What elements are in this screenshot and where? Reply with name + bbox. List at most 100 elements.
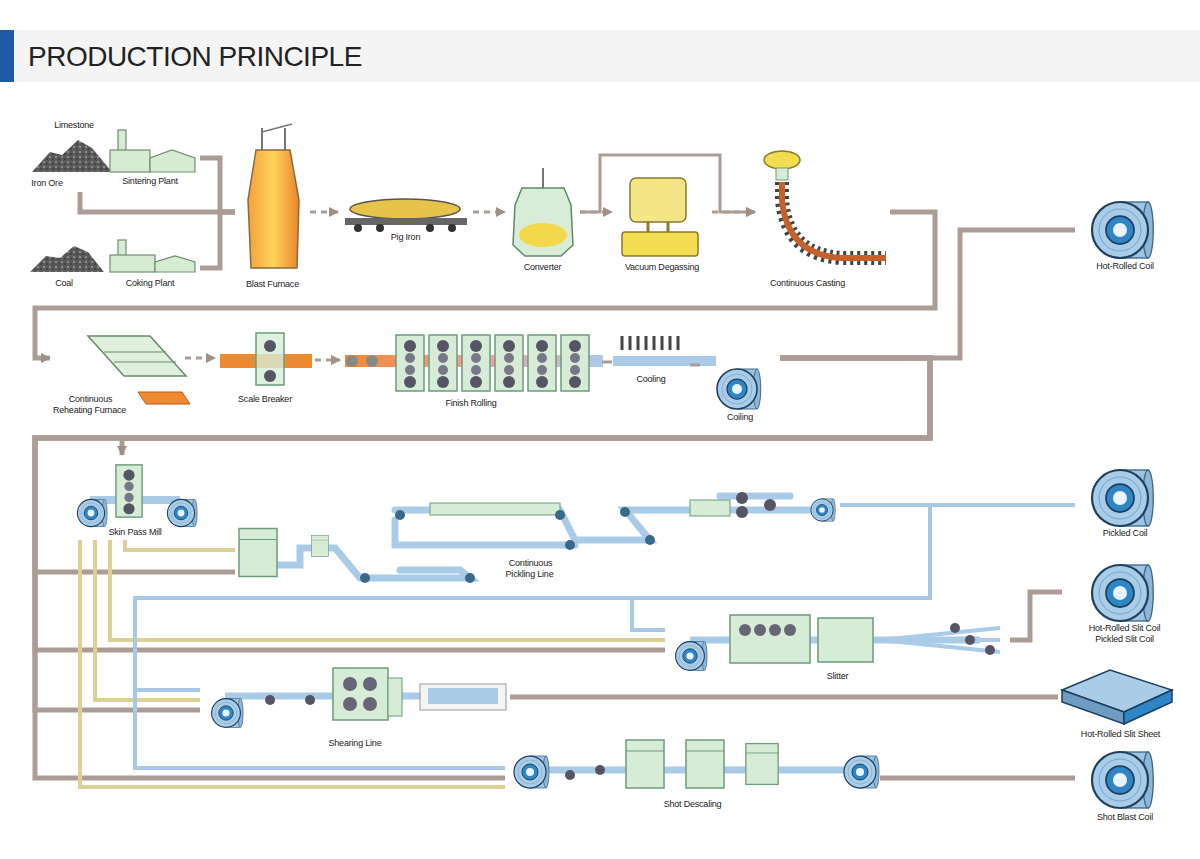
vacuum-degasser	[622, 178, 698, 256]
station-label: Coking Plant	[100, 278, 200, 289]
shot-descaling	[595, 765, 605, 775]
flow-line	[200, 158, 235, 212]
shearing-line	[428, 688, 498, 704]
blast-furnace	[284, 128, 286, 152]
station-label: Continuous Reheating Furnace	[50, 394, 130, 416]
label-line: Sintering Plant	[100, 176, 200, 187]
station-label: Limestone	[35, 120, 113, 131]
plant-buildings	[150, 150, 195, 172]
process-station: Pickled Coil	[1075, 470, 1175, 542]
process-station: Skin Pass Mill	[70, 455, 200, 540]
pig-iron-car	[448, 224, 456, 232]
blast-furnace	[248, 124, 299, 268]
slitter	[769, 624, 781, 636]
skin-pass-mill	[167, 499, 197, 526]
blast-furnace	[262, 124, 292, 132]
shearing-line	[363, 697, 377, 711]
finish-mill	[561, 335, 589, 391]
slitter	[880, 628, 1000, 652]
station-label: Coiling	[700, 412, 780, 423]
station-label: Converter	[505, 262, 580, 273]
station-label: Sintering Plant	[100, 176, 200, 187]
process-station: Slitter	[665, 605, 1010, 685]
label-line: Iron Ore	[22, 178, 72, 189]
station-name: Sintering Plant	[121, 176, 179, 186]
label-line: Hot-Rolled Coil	[1075, 261, 1175, 272]
pickling-equipment	[736, 506, 748, 518]
station-name: Coiling	[726, 412, 754, 422]
finish-mill	[345, 335, 603, 391]
pickling-equipment	[360, 573, 370, 583]
station-name: Continuous Casting	[769, 278, 846, 288]
plant-buildings	[110, 130, 195, 272]
product-coils	[1062, 690, 1124, 724]
skin-pass-mill	[77, 465, 197, 527]
pickling-equipment	[395, 510, 405, 520]
flow-line	[880, 776, 1075, 781]
converter	[513, 188, 573, 256]
converter	[513, 168, 573, 256]
skin-pass-mill	[116, 465, 142, 517]
label-line: Pig Iron	[338, 232, 473, 243]
flow-line	[185, 357, 215, 360]
flow-line	[690, 364, 700, 367]
scale-breaker	[256, 333, 284, 385]
finish-mill	[429, 335, 457, 391]
pig-iron-car	[345, 218, 467, 225]
pickling-equipment	[555, 510, 565, 520]
pickling-equipment	[565, 540, 575, 550]
shearing-line	[212, 699, 244, 728]
shot-descaling	[686, 740, 724, 788]
flow-line	[780, 230, 1075, 358]
flow-line	[35, 358, 930, 710]
label-line: Finish Rolling	[340, 398, 602, 409]
station-label: Blast Furnace	[235, 279, 310, 290]
label-line: Skin Pass Mill	[70, 527, 200, 538]
process-station: Limestone	[35, 118, 113, 173]
pig-iron-car	[354, 224, 362, 232]
process-station: Finish Rolling	[340, 330, 602, 412]
station-name: Pickled Coil	[1102, 528, 1149, 538]
title-band	[0, 30, 14, 82]
station-name: Hot-Rolled Slit Sheet	[1080, 729, 1161, 739]
cooling-sprays	[613, 336, 693, 366]
station-label: Vacuum Degassing	[612, 262, 712, 273]
pig-iron-car	[426, 224, 434, 232]
pig-iron-car	[350, 199, 460, 219]
flow-line	[35, 358, 930, 572]
flow-line	[95, 540, 200, 700]
station-name: Converter	[523, 262, 563, 272]
shearing-line	[265, 695, 275, 705]
process-station: Shearing Line	[200, 660, 510, 752]
reheating-furnace	[114, 362, 176, 363]
diagram-title: PRODUCTION PRINCIPLE	[28, 40, 362, 74]
process-station: Continuous Reheating Furnace	[50, 328, 185, 420]
process-station: Converter	[505, 168, 580, 276]
station-label: Continuous Casting	[755, 278, 860, 289]
raw-piles	[30, 246, 104, 272]
station-label: Skin Pass Mill	[70, 527, 200, 538]
pickling-equipment	[764, 499, 776, 511]
flow-line	[110, 540, 665, 640]
flow-line	[310, 211, 338, 214]
shearing-line	[363, 677, 377, 691]
station-name: Pig Iron	[390, 232, 421, 242]
label-line: Hot-Rolled Slit Sheet	[1058, 729, 1183, 740]
pickling-line	[720, 493, 790, 500]
label-line: Converter	[505, 262, 580, 273]
flow-line	[712, 211, 755, 214]
slitter	[739, 624, 751, 636]
product-coils	[1092, 752, 1153, 808]
station-name: Limestone	[53, 120, 95, 130]
pickling-equipment	[736, 492, 748, 504]
process-station: Continuous Pickling Line	[235, 460, 840, 592]
flow-line	[1010, 592, 1062, 640]
product-coils	[1062, 202, 1172, 808]
station-name: Shearing Line	[328, 738, 383, 748]
process-station: Shot Descaling	[505, 735, 880, 815]
station-label: Finish Rolling	[340, 398, 602, 409]
station-label: Shearing Line	[200, 738, 510, 749]
continuous-caster	[782, 182, 886, 258]
flow-line	[602, 361, 612, 364]
